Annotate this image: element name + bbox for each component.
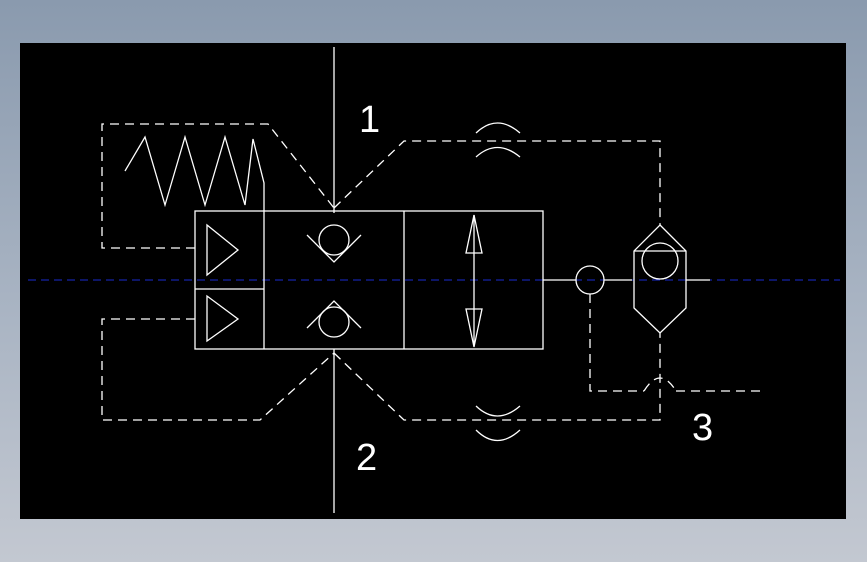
spring [124, 134, 265, 211]
orifice-bottom-upper [475, 405, 521, 417]
check-seat-top [306, 234, 362, 263]
hex-ball [641, 242, 679, 280]
check-seat-bottom [306, 300, 362, 329]
drain-crossover [643, 377, 677, 392]
orifice-bottom-lower [475, 429, 521, 442]
arrow-head-down [465, 308, 483, 348]
port-2-label: 2 [356, 437, 378, 479]
check-ball-bottom [318, 306, 350, 338]
orifice-top-upper [475, 122, 521, 134]
pilot-triangle-bottom [206, 294, 240, 343]
orifice-top-lower [475, 146, 521, 158]
pilot-line-top-left [101, 123, 335, 249]
pilot-triangle-top [206, 223, 240, 277]
pilot-line-bottom-right [333, 333, 661, 421]
check-ball-top [318, 224, 350, 256]
drain-line [589, 294, 644, 392]
port-1-label: 1 [359, 99, 381, 141]
port-3-label: 3 [692, 407, 714, 449]
hydraulic-schematic [28, 47, 840, 513]
pilot-line-top-right [333, 140, 661, 225]
schematic-canvas[interactable]: 1 2 3 [20, 43, 846, 519]
arrow-head-up [465, 214, 483, 254]
pilot-line-bottom-left [101, 318, 335, 421]
